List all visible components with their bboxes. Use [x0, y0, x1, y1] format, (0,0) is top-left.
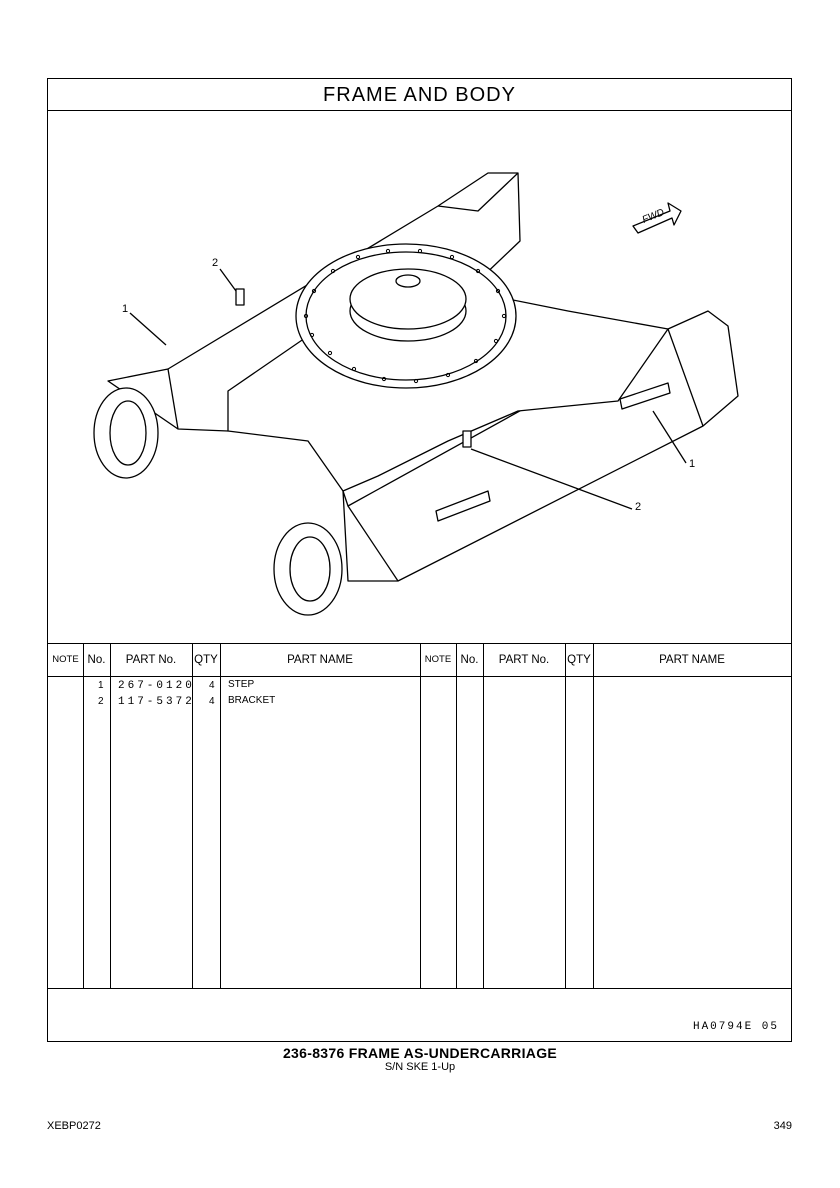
exploded-view-drawing: 1 2 1 2 FWD — [48, 111, 791, 643]
header-no-left: No. — [87, 654, 106, 666]
row-qty: 4 — [209, 680, 215, 691]
header-part-no-left: PART No. — [125, 654, 177, 666]
header-note-right: NOTE — [424, 654, 452, 665]
header-qty-left: QTY — [194, 654, 218, 666]
header-part-name-left: PART NAME — [287, 654, 353, 666]
callout-2-left: 2 — [212, 257, 219, 269]
callout-2-right: 2 — [635, 501, 642, 513]
header-part-no-right: PART No. — [498, 654, 550, 666]
table-header-divider — [48, 676, 791, 677]
row-part-name: STEP — [228, 679, 255, 690]
row-qty: 4 — [209, 696, 215, 707]
row-part-no: 117-5372 — [118, 696, 195, 708]
row-no: 1 — [98, 680, 104, 691]
parts-table: NOTE No. PART No. QTY PART NAME NOTE No.… — [48, 643, 791, 989]
header-part-name-right: PART NAME — [659, 654, 725, 666]
callout-1-right: 1 — [689, 458, 696, 470]
header-qty-right: QTY — [567, 654, 591, 666]
callout-1-left: 1 — [122, 303, 129, 315]
assembly-caption: 236-8376 FRAME AS-UNDERCARRIAGE — [282, 1045, 558, 1061]
parts-page-frame: FRAME AND BODY — [47, 78, 792, 1042]
header-no-right: No. — [460, 654, 479, 666]
illustration-code: HA0794E 05 — [692, 1021, 779, 1033]
header-note-left: NOTE — [52, 654, 79, 665]
row-no: 2 — [98, 696, 104, 707]
page-number: 349 — [773, 1120, 792, 1132]
undercarriage-frame-illustration — [93, 172, 739, 616]
page-title: FRAME AND BODY — [48, 79, 791, 111]
document-id: XEBP0272 — [47, 1120, 101, 1132]
serial-range: S/N SKE 1-Up — [384, 1061, 456, 1073]
row-part-name: BRACKET — [228, 695, 276, 706]
row-part-no: 267-0120 — [118, 680, 195, 692]
